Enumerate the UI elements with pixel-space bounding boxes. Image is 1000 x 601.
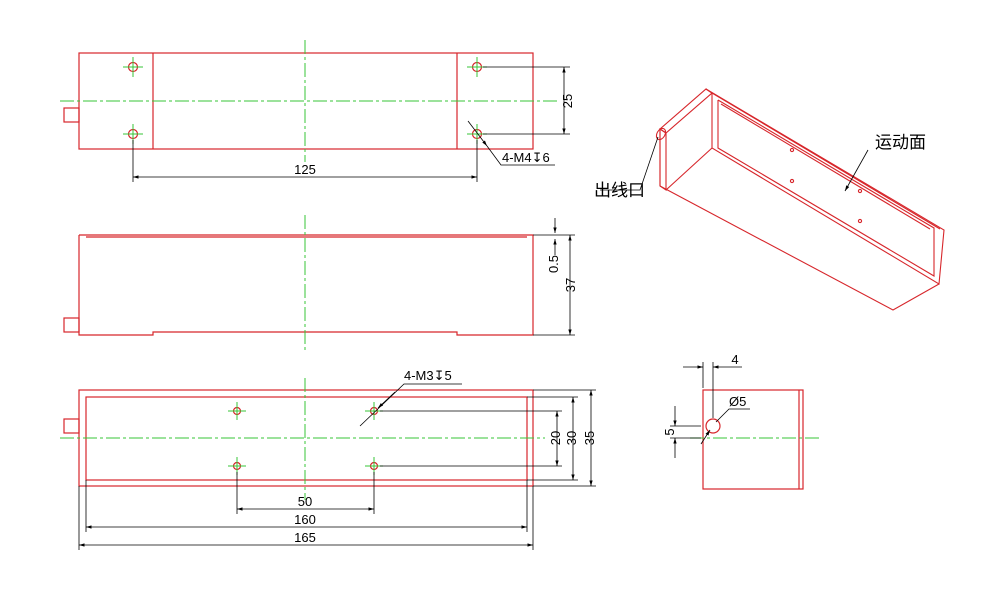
bottom-view-dim-inner-width: 30 [564,431,579,445]
bottom-view-dim-hole-spacing-y: 20 [548,431,563,445]
front-view-dim-height: 37 [563,278,578,292]
iso-motion-face [705,88,945,285]
bottom-view-dim-inner-length: 160 [294,512,316,527]
side-view-dim-hole-dia: Ø5 [729,394,746,409]
bottom-view-dim-outer-width: 35 [582,431,597,445]
iso-motion-face-inner [717,99,935,277]
iso-side-face [659,185,940,311]
bottom-view-dimensions [78,383,596,550]
side-view-outline [702,389,804,490]
iso-hole-1 [789,147,795,153]
iso-hole-2 [789,178,795,184]
bottom-view: 4-M3↧5 20 30 35 50 160 165 [60,368,597,550]
iso-label-motion-face: 运动面 [875,133,926,153]
side-view: 4 5 Ø5 [662,352,820,490]
bottom-view-dim-overall-length: 165 [294,530,316,545]
front-view-dimensions [533,218,575,336]
iso-top-face [659,88,713,134]
side-view-dimensions [670,362,750,458]
side-view-dim-offset-y: 5 [662,428,677,435]
iso-view: 出线口 运动面 [594,88,945,311]
top-view: 25 125 4-M4↧6 [60,40,575,182]
bottom-view-cable-outlet [63,418,80,434]
top-view-dim-hole-length: 125 [294,162,316,177]
bottom-view-callout: 4-M3↧5 [404,368,452,383]
iso-hole-4 [857,218,863,224]
iso-leaders [600,136,869,192]
iso-cable-outlet [655,127,667,141]
top-view-dim-hole-spacing: 25 [560,94,575,108]
top-view-callout: 4-M4↧6 [502,150,550,165]
iso-hole-3 [857,188,863,194]
top-view-cable-outlet [63,107,80,123]
side-view-hole [705,418,721,434]
bottom-view-centerlines [60,378,545,500]
top-view-dimensions [132,66,570,182]
front-view-dim-step: 0.5 [546,255,561,273]
front-view-cable-outlet [63,317,80,333]
iso-label-outlet: 出线口 [594,181,645,201]
front-view-outline [78,234,534,336]
bottom-view-dim-hole-spacing-x: 50 [298,494,312,509]
side-view-dim-offset-x: 4 [731,352,738,367]
front-view: 0.5 37 [63,215,578,350]
